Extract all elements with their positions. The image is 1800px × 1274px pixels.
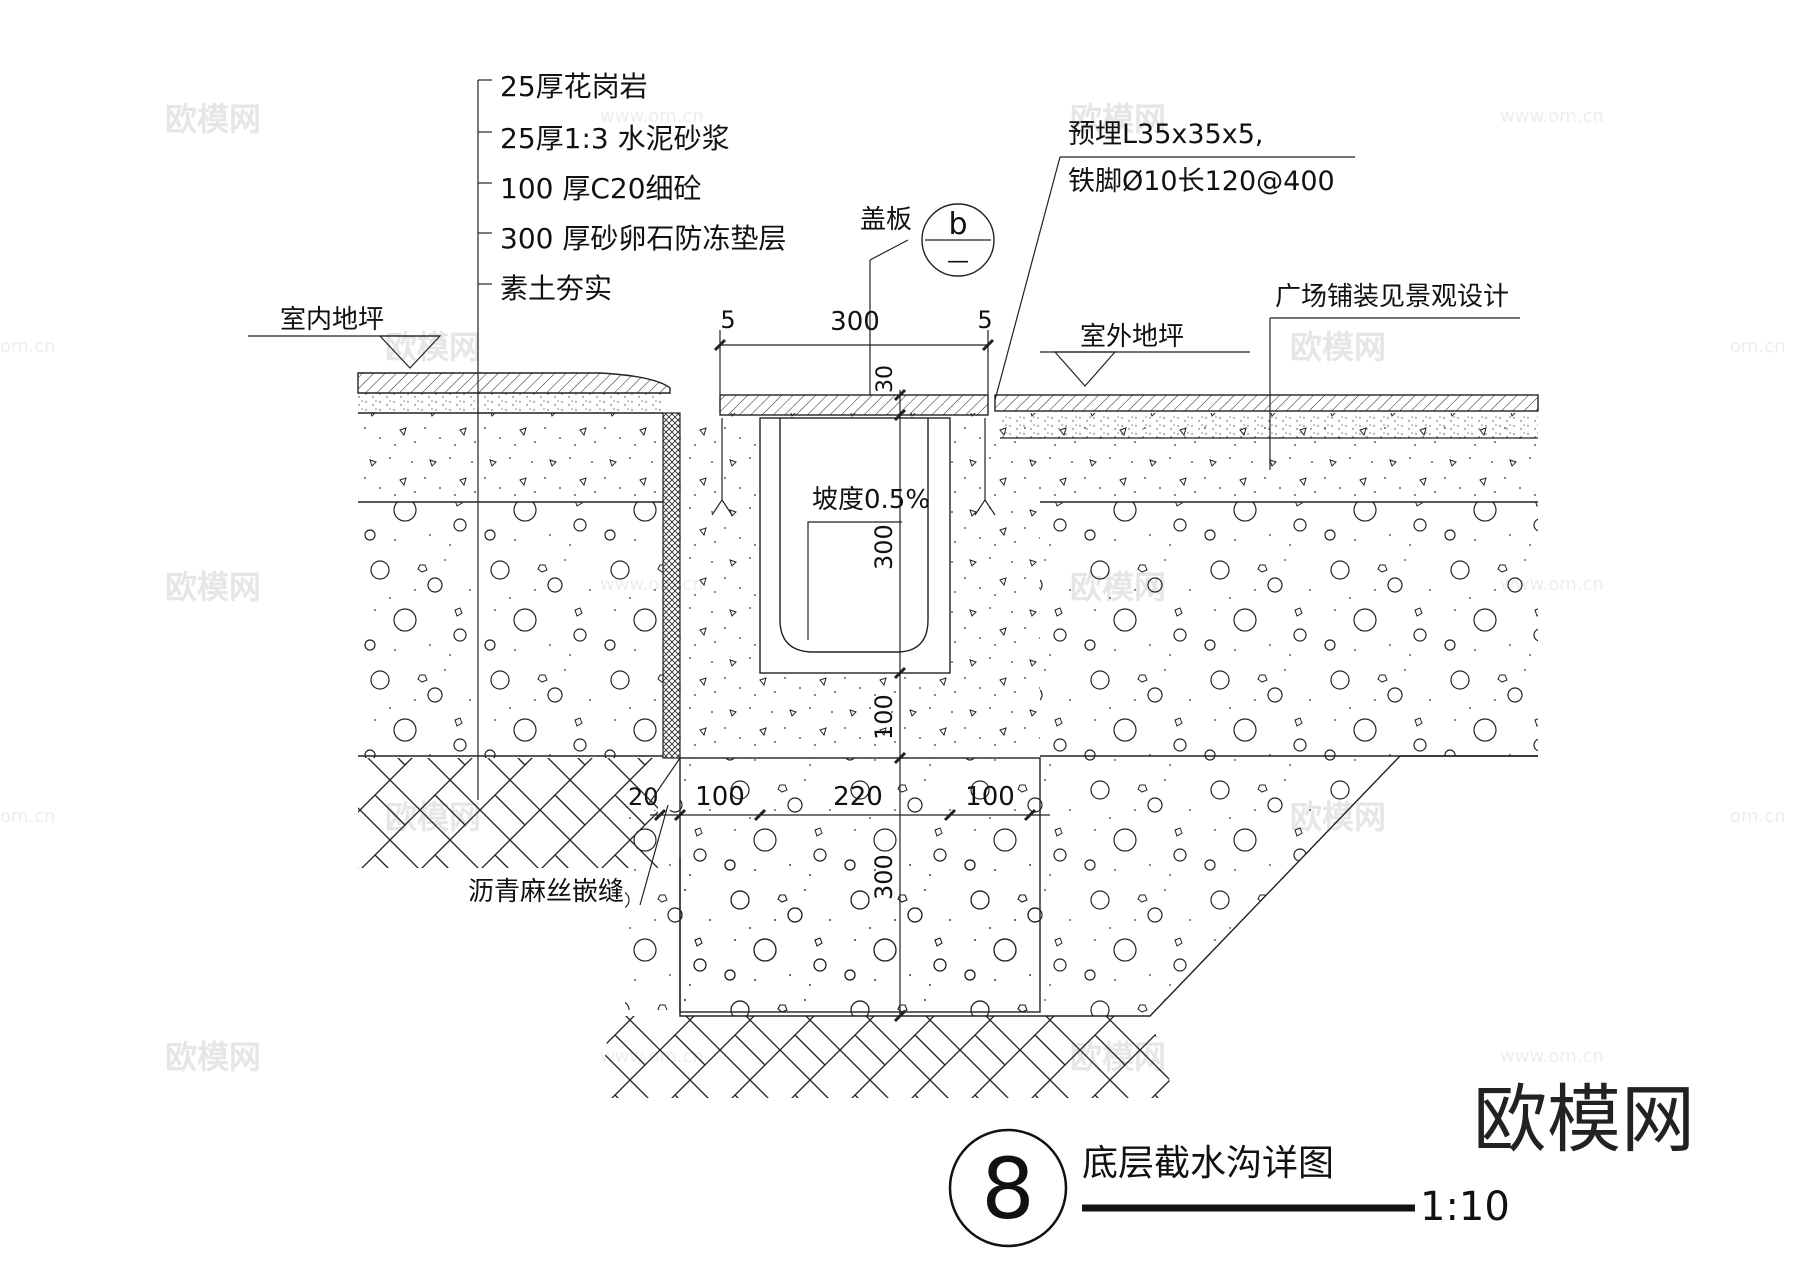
title-scale: 1:10 — [1420, 1184, 1510, 1230]
watermark-brand: 欧模网 — [165, 100, 261, 138]
dim-base-thickness: 100 — [870, 694, 898, 740]
detail-ref-top: b — [948, 207, 967, 242]
asphalt-joint — [662, 412, 681, 759]
layer-label-gravel: 300 厚砂卵石防冻垫层 — [500, 222, 786, 255]
dim-cover-thickness: 30 — [873, 365, 898, 393]
channel-cavity — [759, 417, 951, 674]
watermark-brand: 欧模网 — [165, 568, 261, 606]
dim-top-right: 5 — [977, 306, 992, 334]
watermark-url: om.cn — [1730, 336, 1786, 357]
watermark-brand: 欧模网 — [165, 1038, 261, 1076]
dim-bottom-c: 220 — [833, 782, 883, 812]
title-block: 8 底层截水沟详图 1:10 欧模网 — [948, 1077, 1695, 1248]
plaza-paving-note: 广场铺装见景观设计 — [1275, 282, 1509, 312]
slope-label: 坡度0.5% — [812, 485, 930, 515]
detail-reference-bubble: b — — [921, 203, 995, 277]
layer-label-concrete: 100 厚C20细砼 — [500, 172, 702, 205]
embed-angle-label: 预埋L35x35x5, — [1068, 119, 1263, 150]
anchor-right — [974, 418, 996, 516]
dim-footing-depth: 300 — [870, 854, 898, 900]
watermark-brand: 欧模网 — [385, 328, 481, 366]
watermark-brand: 欧模网 — [1290, 328, 1386, 366]
layer-labels: 25厚花岗岩 25厚1:3 水泥砂浆 100 厚C20细砼 300 厚砂卵石防冻… — [500, 70, 786, 305]
channel-liner — [779, 418, 929, 653]
detail-ref-bottom: — — [947, 249, 969, 274]
paving-layers — [357, 372, 1539, 439]
indoor-level-label: 室内地坪 — [280, 305, 384, 335]
drain-channel — [711, 394, 996, 674]
title-number: 8 — [981, 1140, 1034, 1238]
watermark-brand: 欧模网 — [1070, 100, 1166, 138]
dimension-text: 5 300 5 30 300 100 20 100 220 100 300 — [628, 306, 1015, 900]
dim-top-mid: 300 — [830, 307, 880, 337]
leaders — [248, 79, 1520, 906]
anchor-left — [711, 418, 733, 516]
cover-plate — [719, 394, 989, 416]
layer-label-granite: 25厚花岗岩 — [500, 70, 648, 103]
watermark-url: om.cn — [0, 806, 56, 827]
dim-channel-depth: 300 — [870, 524, 898, 570]
watermark-url: om.cn — [1730, 806, 1786, 827]
watermark-url: www.om.cn — [600, 106, 704, 127]
compacted-soil — [358, 758, 1175, 1098]
title-number-circle — [948, 1128, 1068, 1248]
dim-top-left: 5 — [720, 306, 735, 334]
annotations: 室内地坪 室外地坪 盖板 预埋L35x35x5, 铁脚Ø10长120@400 广… — [280, 119, 1509, 907]
layer-label-mortar: 25厚1:3 水泥砂浆 — [500, 122, 730, 155]
layer-label-soil: 素土夯实 — [500, 272, 612, 305]
dim-bottom-b: 100 — [695, 782, 745, 812]
embed-rebar-label: 铁脚Ø10长120@400 — [1068, 166, 1335, 197]
slope-leader — [807, 521, 902, 640]
outdoor-level-label: 室外地坪 — [1080, 322, 1184, 352]
asphalt-joint-label: 沥青麻丝嵌缝 — [468, 877, 624, 907]
dim-bottom-a: 20 — [628, 783, 659, 811]
watermark-url: www.om.cn — [1500, 106, 1604, 127]
concrete-layers — [358, 413, 1538, 1013]
brand-logo-text: 欧模网 — [1473, 1077, 1695, 1163]
watermark-url: om.cn — [0, 336, 56, 357]
dimension-lines — [650, 330, 1050, 1023]
watermark-url: www.om.cn — [1500, 1046, 1604, 1067]
title-name: 底层截水沟详图 — [1082, 1143, 1334, 1184]
dim-bottom-d: 100 — [965, 782, 1015, 812]
cover-plate-label: 盖板 — [860, 205, 912, 235]
